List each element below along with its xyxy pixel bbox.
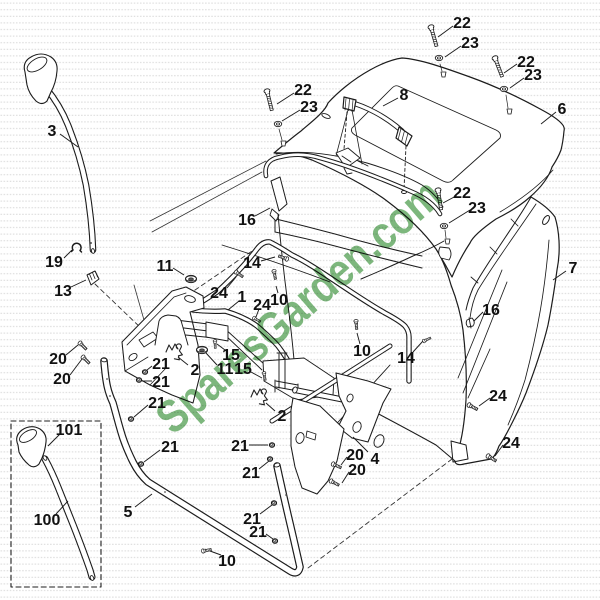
svg-text:22: 22 [453, 15, 471, 32]
svg-text:21: 21 [242, 465, 260, 482]
svg-text:14: 14 [243, 255, 261, 272]
svg-text:16: 16 [482, 302, 500, 319]
svg-text:11: 11 [157, 258, 174, 275]
svg-text:2: 2 [191, 362, 200, 379]
svg-text:10: 10 [270, 292, 288, 309]
svg-text:23: 23 [461, 35, 479, 52]
svg-text:19: 19 [45, 254, 63, 271]
svg-text:20: 20 [348, 462, 366, 479]
svg-text:20: 20 [346, 447, 364, 464]
svg-text:24: 24 [489, 388, 507, 405]
svg-text:22: 22 [294, 82, 312, 99]
svg-text:22: 22 [517, 54, 535, 71]
svg-text:8: 8 [400, 87, 409, 104]
svg-text:6: 6 [558, 101, 567, 118]
svg-text:1: 1 [238, 289, 247, 306]
svg-text:15: 15 [222, 347, 240, 364]
svg-text:23: 23 [300, 99, 318, 116]
svg-text:7: 7 [569, 260, 578, 277]
svg-text:23: 23 [524, 67, 542, 84]
svg-text:24: 24 [210, 285, 228, 302]
svg-text:10: 10 [218, 553, 236, 570]
svg-text:24: 24 [253, 297, 271, 314]
svg-text:24: 24 [502, 435, 520, 452]
svg-text:11: 11 [217, 361, 234, 378]
svg-text:3: 3 [48, 123, 57, 140]
svg-text:20: 20 [53, 371, 71, 388]
svg-text:4: 4 [371, 451, 380, 468]
svg-text:21: 21 [148, 395, 166, 412]
svg-text:21: 21 [243, 511, 261, 528]
svg-text:10: 10 [353, 343, 371, 360]
svg-text:21: 21 [161, 439, 179, 456]
svg-text:2: 2 [278, 408, 287, 425]
svg-text:20: 20 [49, 351, 67, 368]
svg-text:21: 21 [249, 524, 267, 541]
svg-text:101: 101 [56, 422, 83, 439]
svg-text:22: 22 [453, 185, 471, 202]
svg-text:14: 14 [397, 350, 415, 367]
svg-text:21: 21 [152, 356, 170, 373]
svg-text:13: 13 [54, 283, 72, 300]
svg-text:21: 21 [152, 374, 170, 391]
svg-text:21: 21 [231, 438, 249, 455]
svg-text:100: 100 [34, 512, 61, 529]
svg-text:5: 5 [124, 504, 133, 521]
svg-text:16: 16 [238, 212, 256, 229]
svg-text:23: 23 [468, 200, 486, 217]
svg-text:15: 15 [234, 361, 252, 378]
